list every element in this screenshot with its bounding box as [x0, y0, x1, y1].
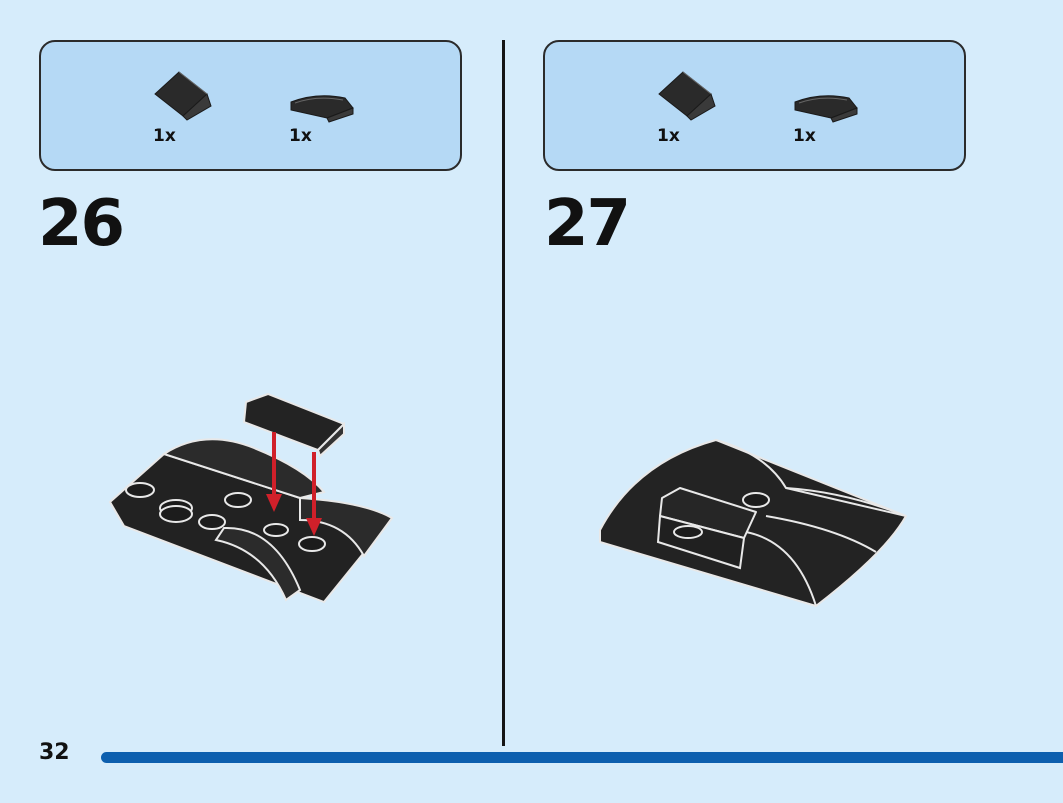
step-divider: [502, 40, 505, 746]
slope-brick-icon: [658, 71, 716, 121]
page-number: 32: [39, 740, 70, 765]
step-number: 27: [544, 187, 631, 261]
part-quantity: 1x: [153, 126, 176, 146]
parts-list-step-26: 1x 1x: [39, 40, 462, 171]
page-progress-bar: [101, 752, 1063, 763]
parts-list-step-27: 1x 1x: [543, 40, 966, 171]
assembly-model-step-27: [599, 439, 907, 607]
part-quantity: 1x: [289, 126, 312, 146]
slope-brick-icon: [154, 71, 212, 121]
curved-slope-brick-icon: [290, 95, 354, 123]
part-quantity: 1x: [793, 126, 816, 146]
part-quantity: 1x: [657, 126, 680, 146]
assembly-model-step-26: [109, 393, 394, 603]
step-number: 26: [38, 187, 125, 261]
curved-slope-brick-icon: [794, 95, 858, 123]
